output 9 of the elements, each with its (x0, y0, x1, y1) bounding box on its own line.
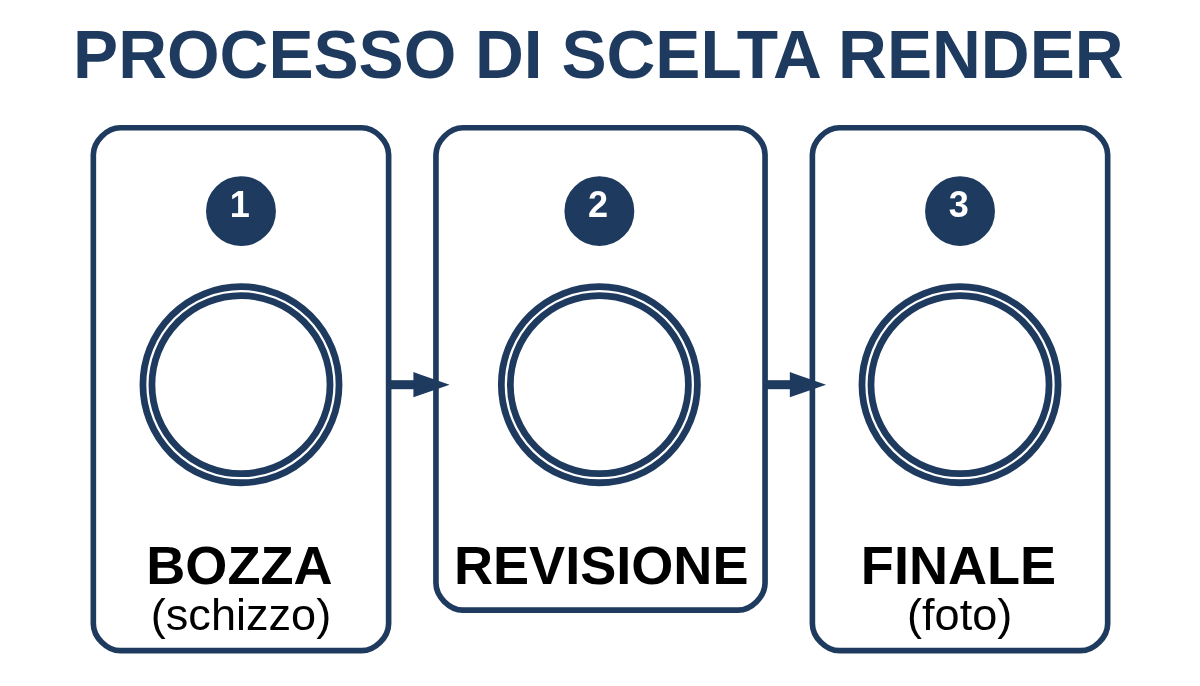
arrow (388, 372, 450, 398)
node-picture (497, 283, 701, 487)
node-circle: 1 (205, 176, 276, 247)
node-picture (858, 283, 1061, 487)
arrow (764, 372, 826, 398)
node-picture (139, 283, 342, 487)
node-circle: 2 (563, 176, 634, 247)
diagram-title: PROCESSO DI SCELTA RENDER (72, 17, 1124, 93)
node-circle: 3 (924, 176, 995, 247)
